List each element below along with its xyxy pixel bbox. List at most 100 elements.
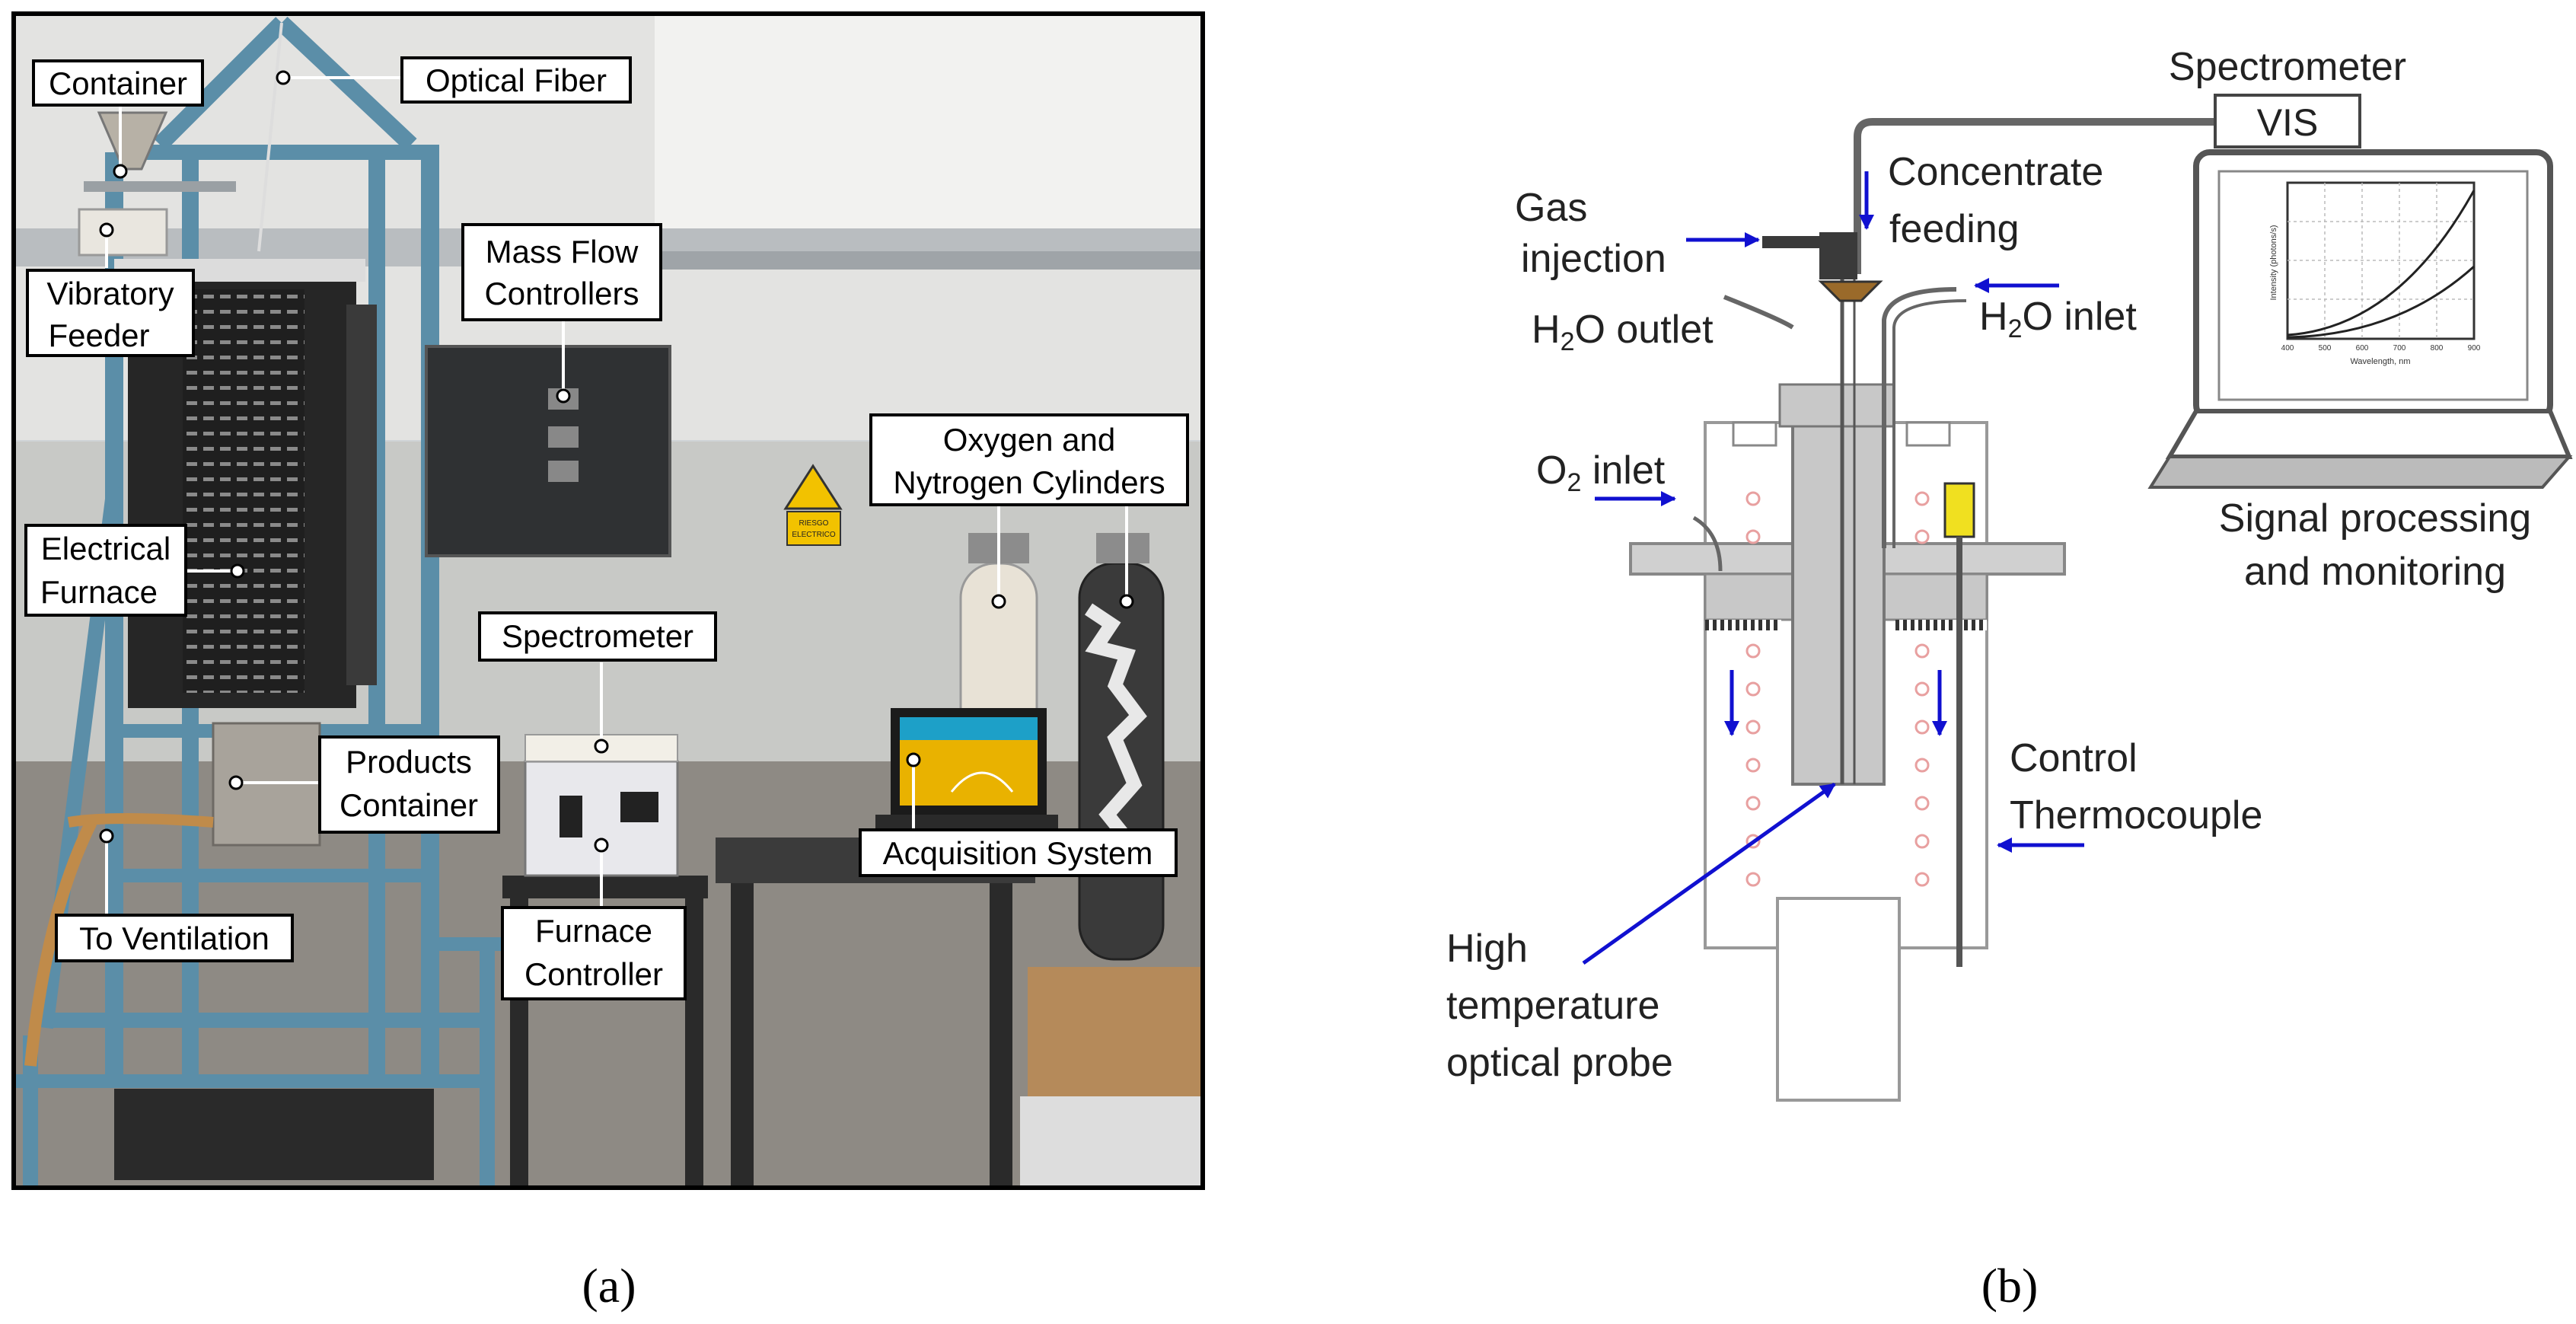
warning-plate [786,511,841,546]
photo-border [11,11,1205,1190]
ribs-left [1705,620,1781,630]
label-h2o-outlet: H2O outlet [1532,308,1714,356]
optical-probe-column [1791,387,1886,786]
shell-cap-left [1732,421,1777,447]
screen-xtick: 400 [2281,344,2294,353]
screen-xtick: 500 [2319,344,2332,353]
stand-base [114,1089,434,1180]
lower-tube [1776,897,1901,1102]
label-o2-inlet: O2 inlet [1536,448,1666,497]
duct-pipe-2 [662,251,1203,270]
mfc-3 [548,461,579,482]
table-2-leg-b [990,883,1012,1188]
laptop-keyboard [2147,455,2573,489]
label-ventilation: To Ventilation [79,920,269,956]
flow-arrows [1582,171,2084,965]
ribs-right [1895,620,1987,630]
caption-a: (a) [582,1259,636,1313]
caption-b: (b) [1981,1259,2039,1313]
label-temperature: temperature [1446,984,1659,1028]
table-1-top [502,876,708,898]
schematic-labels: Concentrate feeding Gas injection H2O ou… [1446,150,2262,1085]
label-cylinders: Nytrogen Cylinders [893,464,1165,500]
laptop-screen-curve [950,771,1014,793]
table-1-leg-b [685,898,703,1188]
label-optical-probe: optical probe [1446,1041,1673,1085]
laptop-base [875,815,1058,830]
probe-head [1778,383,1895,428]
laptop-screen-banner [900,717,1038,740]
o2-inlet-pipe [1692,515,1723,572]
label-concentrate: Concentrate [1888,150,2103,194]
ventilation-hose-2 [24,819,97,1067]
fiber-cable [257,22,283,252]
mass-flow-panel [425,345,671,557]
label-high: High [1446,927,1528,971]
label-control: Control [2010,736,2138,780]
cylinder-paint-streaks [1085,603,1147,857]
screen-chart: Intensity (photons/s) Wavelength, nm 400… [2269,181,2481,366]
screen-xlabel: Wavelength, nm [2350,357,2410,366]
monitor-screen [2217,170,2529,401]
label-signal-processing: Signal processing [2219,496,2531,541]
label-acquisition: Acquisition System [883,835,1153,871]
vibratory-feeder-body [78,208,168,257]
label-products-container: Container [340,787,478,823]
screen-xtick: 700 [2393,344,2406,353]
label-boxes [24,56,1189,1000]
label-and-monitoring: and monitoring [2244,550,2506,594]
screen-curve-1 [2287,190,2476,337]
screen-xtick: 600 [2356,344,2369,353]
h2o-outlet-pipe [1723,295,1794,330]
label-vis: VIS [2257,101,2319,144]
label-injection: injection [1521,237,1666,281]
label-texts: Container Optical Fiber Vibratory Feeder… [40,62,1165,992]
label-furnace: Furnace [40,574,158,610]
h2o-inlet-pipe-2 [1892,299,1967,548]
screen-xtick: 800 [2431,344,2444,353]
fiber-line [1854,118,2215,274]
warning-triangle [783,464,843,510]
label-oxygen: Oxygen and [943,422,1116,458]
controller-display [620,792,658,822]
panel-a: RIESGO ELECTRICO [11,11,1205,1313]
furnace-vents [183,289,304,693]
label-spectrometer-b: Spectrometer [2169,45,2406,89]
label-spectrometer-a: Spectrometer [502,618,693,654]
h2o-inlet-pipe [1882,287,1957,548]
label-gas: Gas [1515,186,1587,230]
shell-cap-right [1905,421,1951,447]
leader-lines [99,70,1134,915]
laptop-keyboard-base [2165,409,2573,459]
feeder-rail [84,181,236,192]
label-container: Container [49,65,187,101]
cardboard-box [1028,967,1203,1119]
container-funnel [97,111,168,171]
label-feeding: feeding [1889,207,2020,251]
label-controller: Controller [524,956,663,992]
mfc-2 [548,426,579,448]
table-2-leg-a [731,883,754,1188]
label-products: Products [346,744,472,780]
feeding-block [1819,232,1857,279]
label-optical-fiber: Optical Fiber [426,62,607,98]
screen-ylabel: Intensity (photons/s) [2269,225,2278,300]
label-thermocouple: Thermocouple [2010,793,2262,837]
furnace-side-panel [346,305,377,685]
warning-text-1: RIESGO [799,519,829,528]
controller-switch [560,796,582,837]
regulator-2 [1096,533,1149,563]
label-furnace-ctrl: Furnace [535,913,652,949]
thermocouple-head [1943,482,1975,538]
wall-window [655,14,1203,242]
label-vibratory: Vibratory [46,276,174,311]
vis-box [2214,94,2361,148]
gas-injection-port [1762,236,1822,248]
panel-b: VIS Spectrometer Intensity (photons/s) W… [1446,45,2573,1313]
ventilation-hose [67,813,214,828]
label-mass-flow: Mass Flow [486,234,639,270]
label-electrical: Electrical [41,531,171,566]
floor-sheet [1020,1096,1203,1188]
